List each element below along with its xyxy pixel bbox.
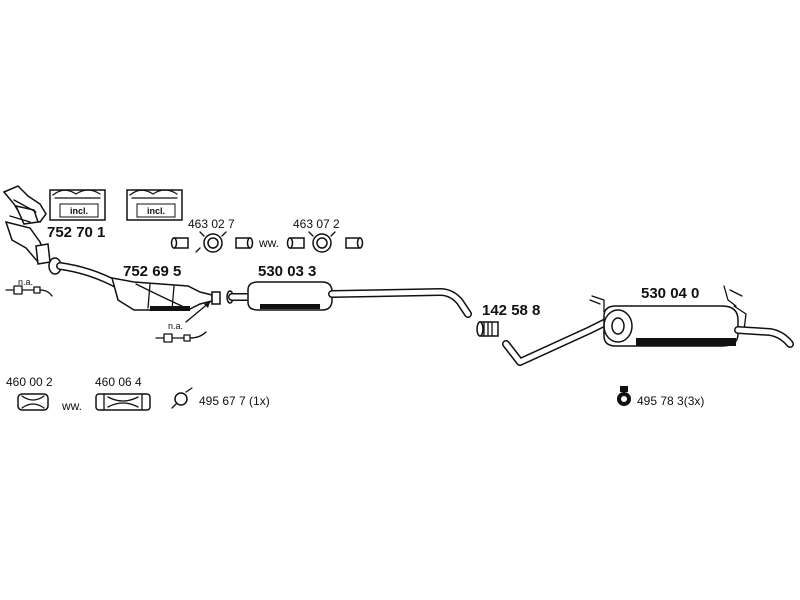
front-silencer[interactable] [226, 281, 472, 318]
part-number-463-07-2: 463 07 2 [293, 217, 340, 231]
na-label-bottom: n.a. [168, 321, 183, 331]
part-number-530-03-3: 530 03 3 [258, 263, 316, 280]
lambda-sensor-bottom[interactable]: n.a. [155, 301, 211, 343]
exhaust-manifold[interactable] [2, 185, 51, 265]
ww-label-sleeve: ww. [61, 399, 82, 413]
na-label-top: n.a. [18, 277, 33, 287]
part-number-495-67-7: 495 67 7 (1x) [199, 394, 270, 408]
ww-label-clamp: ww. [258, 236, 279, 250]
catalytic-converter[interactable] [48, 257, 221, 311]
clamp-set-b[interactable] [286, 231, 364, 253]
part-number-752-69-5: 752 69 5 [123, 263, 181, 280]
incl-label-1: incl. [70, 206, 88, 216]
part-number-460-00-2: 460 00 2 [6, 375, 53, 389]
part-number-530-04-0: 530 04 0 [641, 285, 699, 302]
sleeve-460-06-4[interactable] [95, 393, 151, 411]
sleeve-460-00-2[interactable] [17, 393, 49, 411]
part-number-463-02-7: 463 02 7 [188, 217, 235, 231]
lambda-sensor-top[interactable]: n.a. [5, 277, 53, 297]
pipe-connector[interactable] [476, 321, 499, 337]
part-number-142-58-8: 142 58 8 [482, 302, 540, 319]
part-number-495-78-3: 495 78 3(3x) [637, 394, 704, 408]
part-number-460-06-4: 460 06 4 [95, 375, 142, 389]
incl-label-2: incl. [147, 206, 165, 216]
rear-silencer[interactable] [502, 285, 794, 366]
rubber-mount-495-67-7[interactable] [171, 387, 193, 409]
gasket-kit-box[interactable]: incl. [126, 189, 183, 221]
manifold-kit-box[interactable]: incl. [49, 189, 106, 221]
part-number-752-70-1: 752 70 1 [47, 224, 105, 241]
clamp-set-a[interactable] [170, 231, 254, 253]
rubber-mount-495-78-3[interactable] [617, 386, 631, 406]
